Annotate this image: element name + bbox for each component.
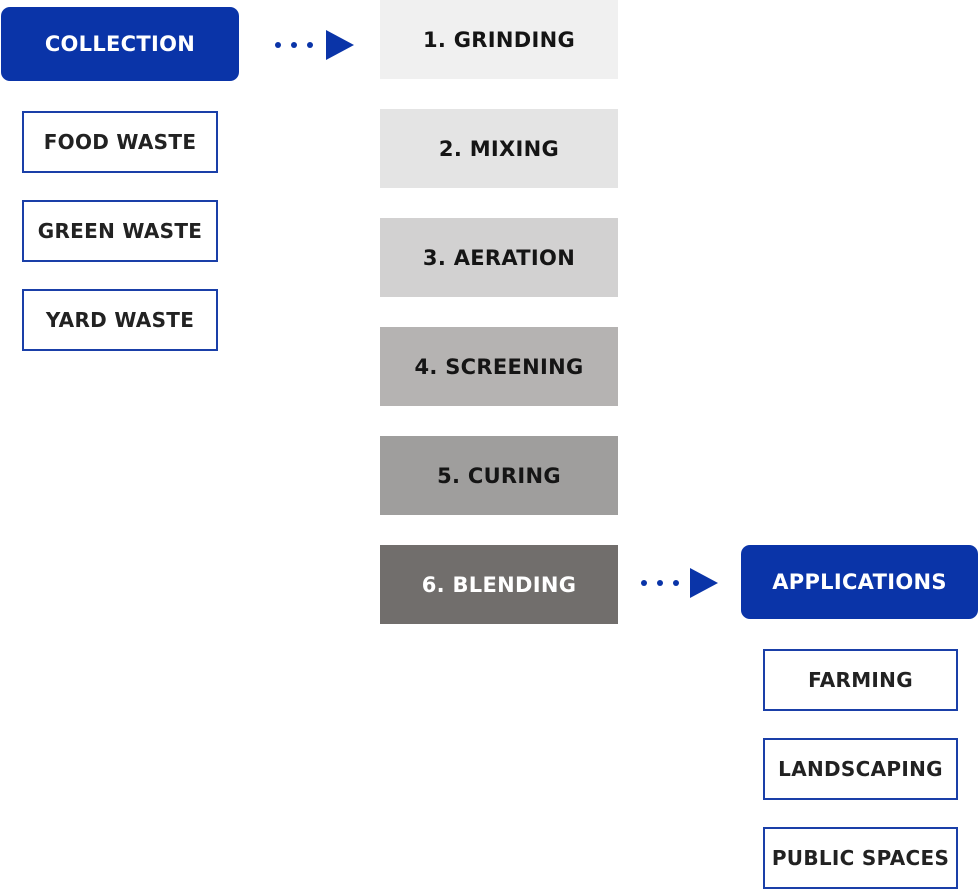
- process-step-curing: 5. CURING: [380, 436, 618, 515]
- process-step-screening: 4. SCREENING: [380, 327, 618, 406]
- process-step-mixing: 2. MIXING: [380, 109, 618, 188]
- dotted-arrow-icon: [275, 30, 354, 60]
- process-step-grinding: 1. GRINDING: [380, 0, 618, 79]
- collection-header: COLLECTION: [1, 7, 239, 81]
- collection-item-yard-waste: YARD WASTE: [22, 289, 218, 351]
- application-item-landscaping: LANDSCAPING: [763, 738, 958, 800]
- collection-item-food-waste: FOOD WASTE: [22, 111, 218, 173]
- process-step-aeration: 3. AERATION: [380, 218, 618, 297]
- application-item-farming: FARMING: [763, 649, 958, 711]
- process-step-blending: 6. BLENDING: [380, 545, 618, 624]
- application-item-public-spaces: PUBLIC SPACES: [763, 827, 958, 889]
- collection-item-green-waste: GREEN WASTE: [22, 200, 218, 262]
- applications-header: APPLICATIONS: [741, 545, 978, 619]
- dotted-arrow-icon: [641, 568, 718, 598]
